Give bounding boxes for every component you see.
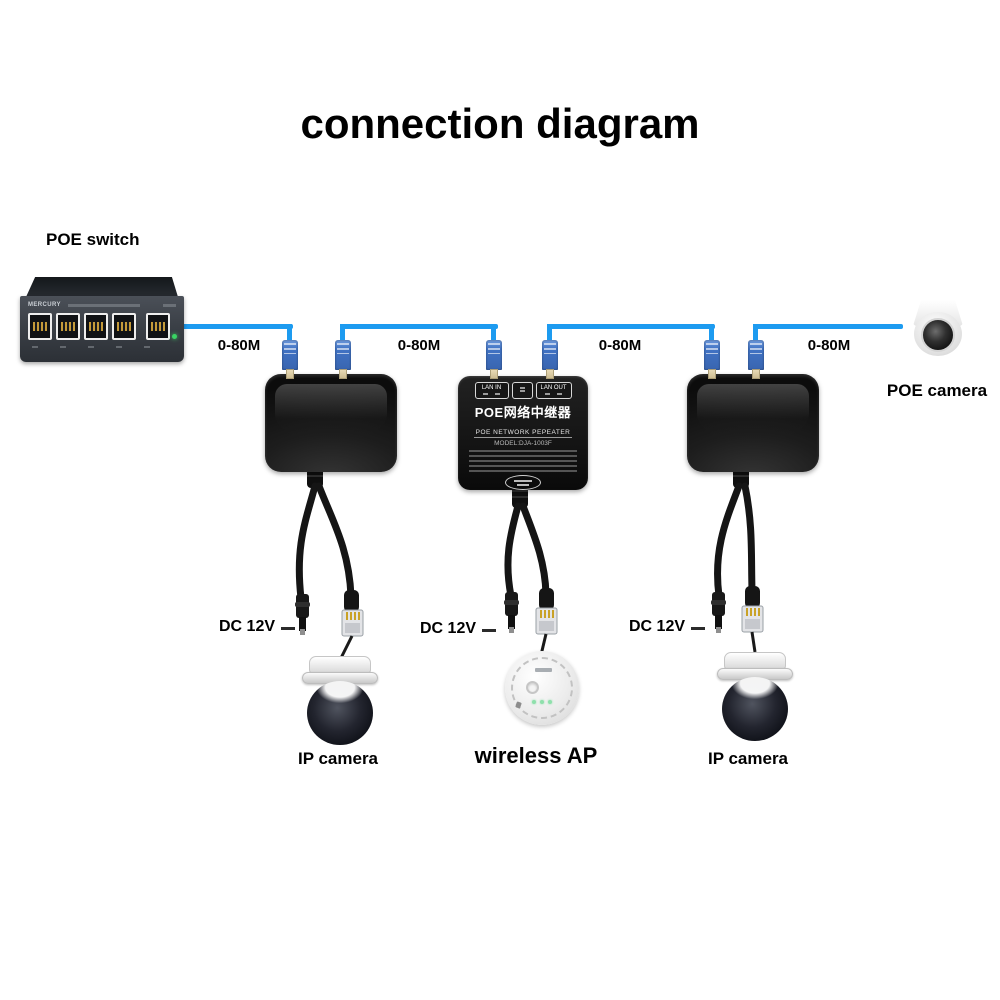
poe-adapter-left xyxy=(265,374,397,472)
dc-port-subtext2 xyxy=(519,390,525,392)
wireless-ap-label: wireless AP xyxy=(474,743,598,768)
dc12v-label-middle: DC 12V xyxy=(420,620,477,637)
ethernet-cable-segment-3 xyxy=(547,324,715,329)
switch-ports xyxy=(28,313,170,340)
repeater-badge xyxy=(505,475,541,490)
cable-drop xyxy=(287,324,292,344)
splitter-left xyxy=(295,464,364,659)
lan-in-port-label: LAN IN xyxy=(474,382,509,399)
cable-drop xyxy=(340,324,345,344)
ap-status-leds xyxy=(532,700,552,704)
repeater-ports-row: LAN IN LAN OUT xyxy=(458,382,588,399)
repeater-fine-print xyxy=(469,450,577,473)
ip-camera-right-label: IP camera xyxy=(707,749,789,768)
rj45-plug-icon xyxy=(335,340,351,379)
dc12v-pointer-left xyxy=(281,627,295,630)
poe-switch-label: POE switch xyxy=(46,230,140,249)
rj45-port xyxy=(112,313,136,340)
poe-switch-image: MERCURY xyxy=(20,277,184,363)
cable-label-3: 0-80M xyxy=(598,337,642,354)
splitter-right xyxy=(711,464,764,653)
ip-camera-left-image xyxy=(300,642,380,748)
rj45-port xyxy=(28,313,52,340)
ethernet-cable-segment-1 xyxy=(175,324,293,329)
ethernet-cable-segment-4 xyxy=(753,324,903,329)
poe-camera-label: POE camera xyxy=(886,381,988,400)
ip-camera-left-label: IP camera xyxy=(297,749,379,768)
rj45-port xyxy=(146,313,170,340)
camera-dome xyxy=(722,677,788,741)
dc-port-subtext xyxy=(519,387,525,389)
port-number-labels xyxy=(32,346,154,348)
cable-drop xyxy=(753,324,758,344)
rj45-plug-icon xyxy=(748,340,764,379)
rj45-plug-icon xyxy=(486,340,502,379)
rj45-plug-icon xyxy=(704,340,720,379)
ip-camera-right-image xyxy=(715,638,795,744)
turret-lens xyxy=(921,318,955,352)
rj45-port xyxy=(56,313,80,340)
cable-drop xyxy=(547,324,552,344)
switch-model-text xyxy=(163,304,176,307)
page-title: connection diagram xyxy=(300,100,700,147)
cable-label-4: 0-80M xyxy=(807,337,851,354)
rj45-plug-icon xyxy=(282,340,298,379)
ap-logo xyxy=(535,668,552,672)
dc12v-pointer-right xyxy=(691,627,705,630)
dc12v-pointer-middle xyxy=(482,629,496,632)
rj45-port xyxy=(84,313,108,340)
rj45-plug-icon xyxy=(542,340,558,379)
lan-out-subtext xyxy=(545,393,562,395)
cable-label-2: 0-80M xyxy=(397,337,441,354)
repeater-model: MODEL:DJA-1003F xyxy=(494,440,552,447)
ap-button xyxy=(526,681,539,694)
cable-label-1: 0-80M xyxy=(217,337,261,354)
ap-notch xyxy=(515,701,522,709)
power-led xyxy=(172,334,177,339)
lan-in-subtext xyxy=(483,393,500,395)
lan-in-text: LAN IN xyxy=(481,385,502,391)
lan-out-port-label: LAN OUT xyxy=(535,382,572,399)
switch-top-face xyxy=(26,277,178,297)
repeater-title-en: POE NETWORK PEPEATER xyxy=(473,429,573,438)
dc12v-label-right: DC 12V xyxy=(629,618,686,635)
switch-tagline-text xyxy=(68,304,140,307)
dc-port-label xyxy=(511,382,533,399)
poe-adapter-right xyxy=(687,374,819,472)
switch-brand: MERCURY xyxy=(28,302,61,308)
camera-dome xyxy=(307,681,373,745)
repeater-title-cn: POE网络中继器 xyxy=(474,405,572,420)
cable-drop xyxy=(491,324,496,344)
splitter-middle xyxy=(504,486,558,656)
dc12v-label-left: DC 12V xyxy=(219,618,276,635)
switch-front-face: MERCURY xyxy=(20,296,184,362)
wireless-ap-image xyxy=(505,651,579,725)
ethernet-cable-segment-2 xyxy=(340,324,498,329)
poe-camera-image xyxy=(910,300,966,358)
cable-drop xyxy=(709,324,714,344)
lan-out-text: LAN OUT xyxy=(540,385,567,391)
poe-repeater: LAN IN LAN OUT POE网络中继器 POE NETWORK PEPE… xyxy=(458,376,588,490)
